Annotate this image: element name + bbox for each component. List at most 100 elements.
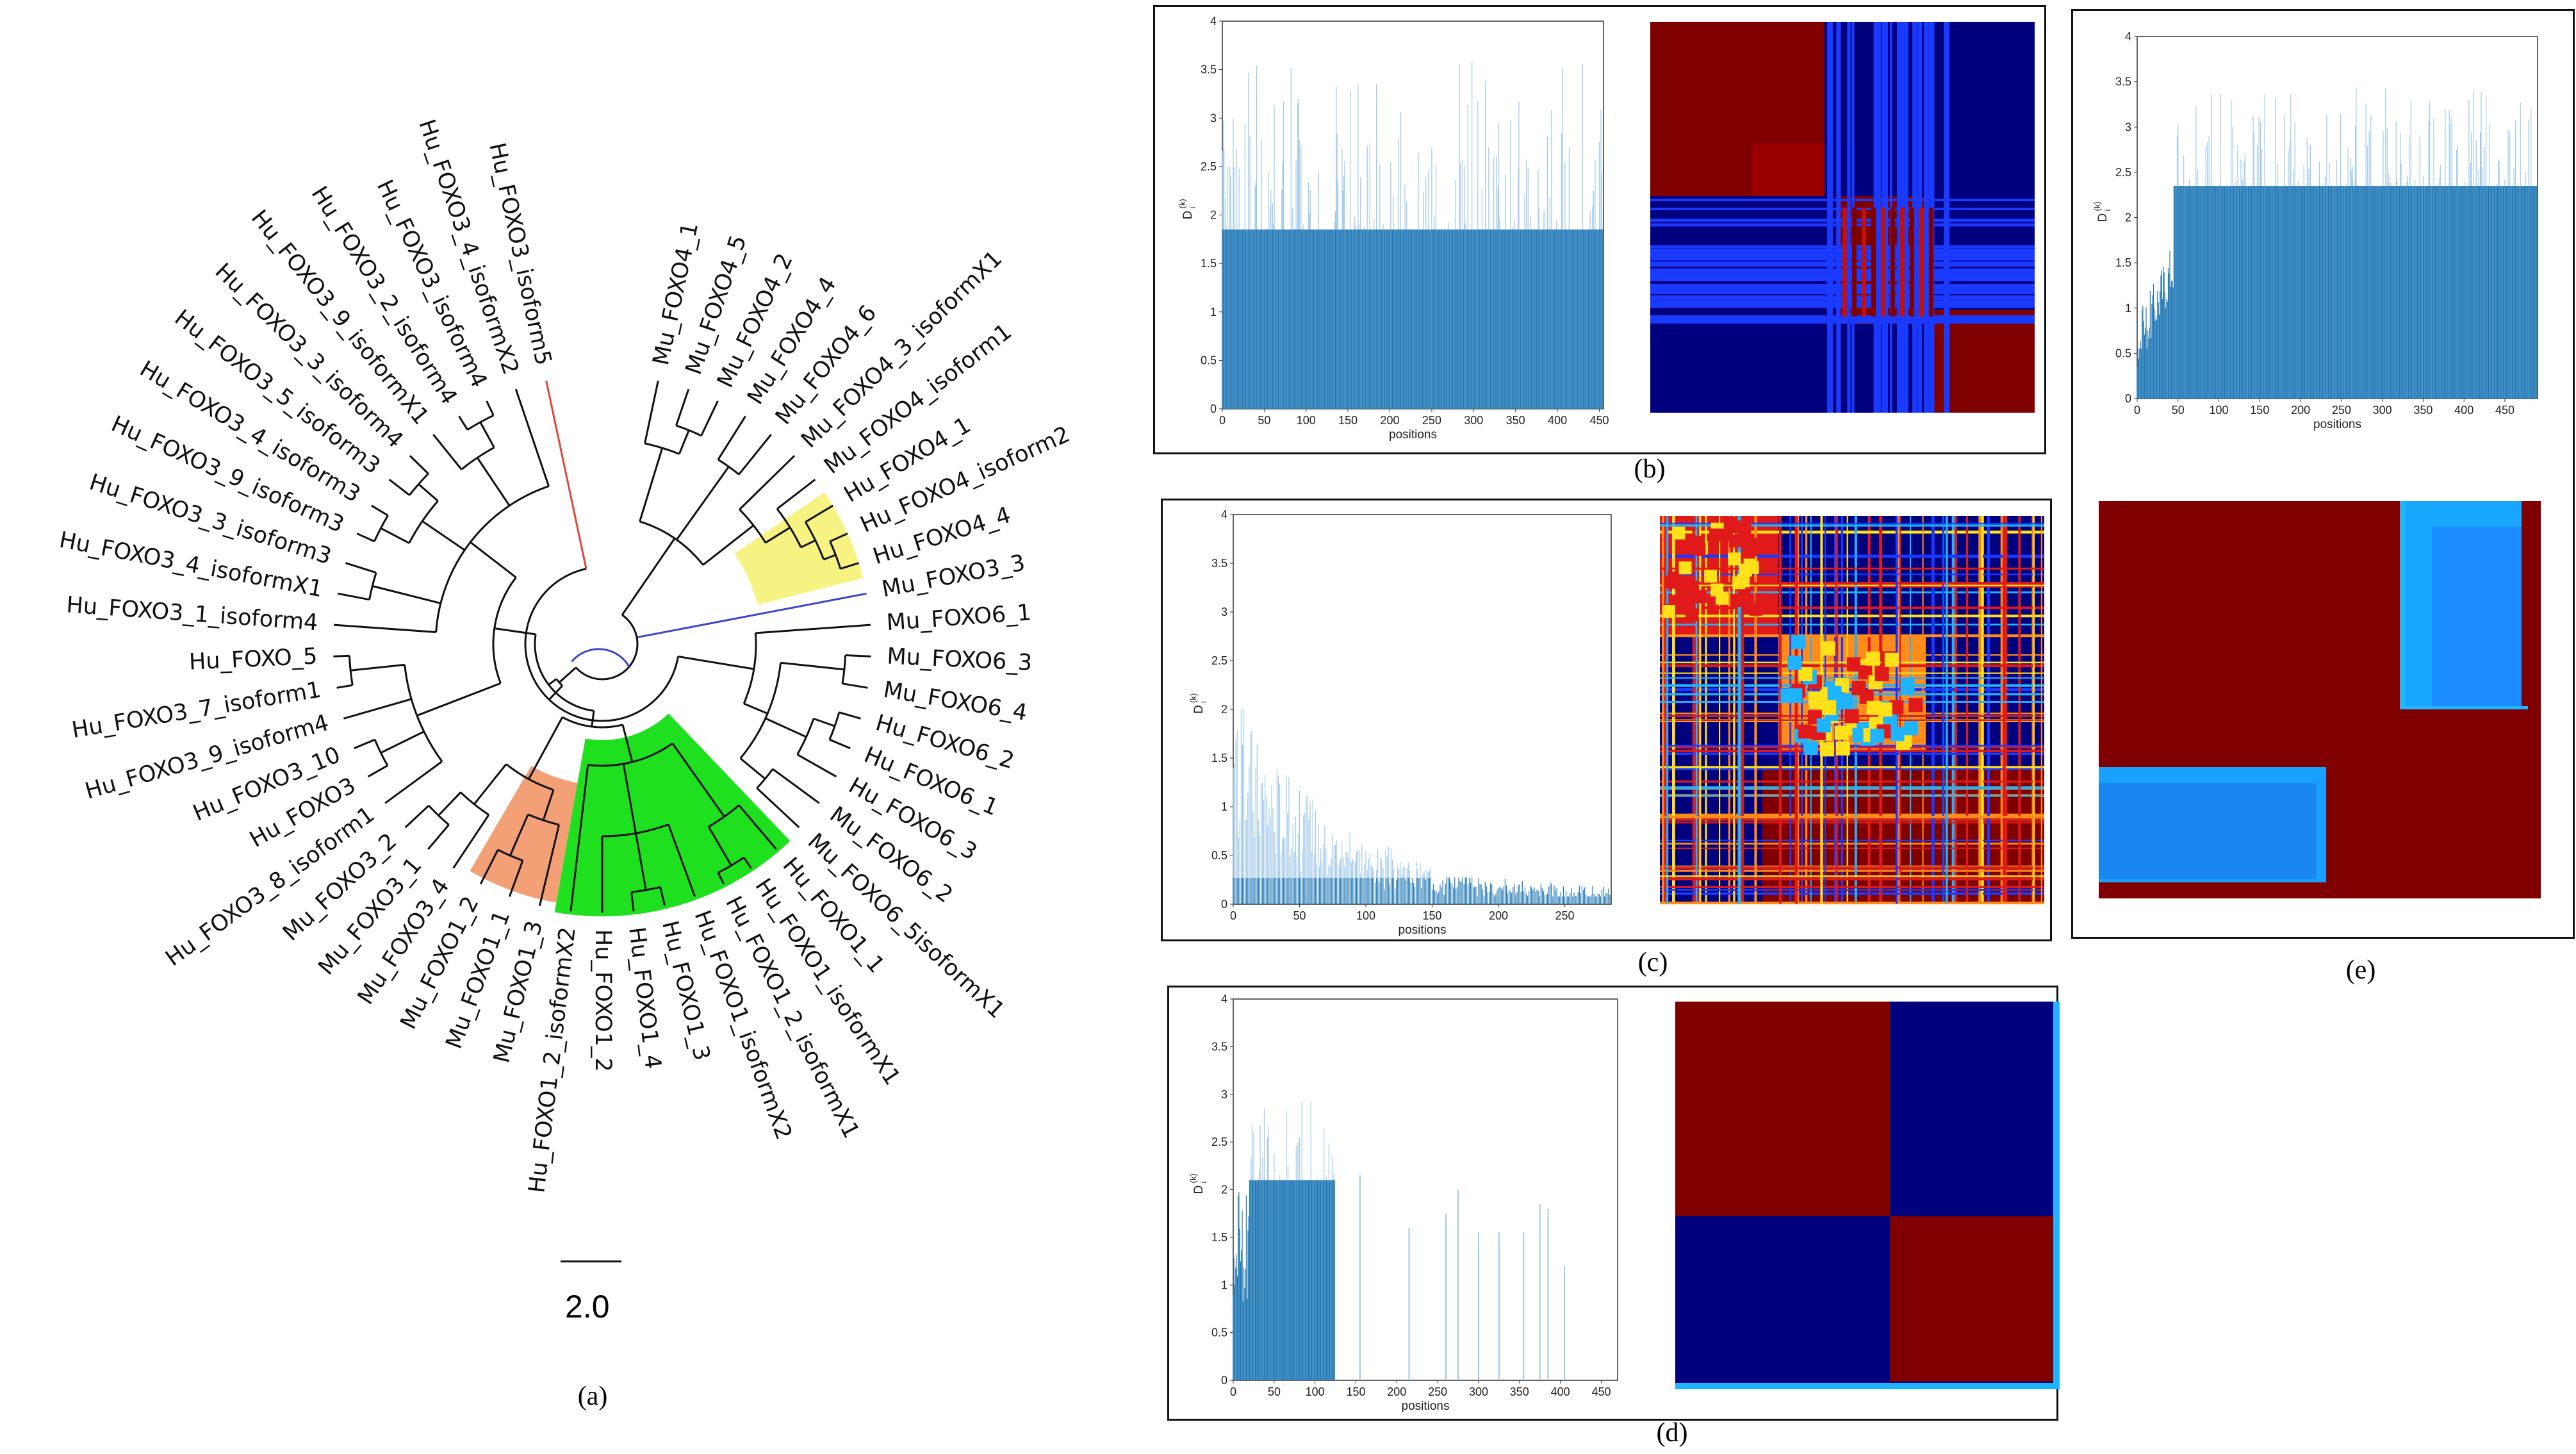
heatmap-cell xyxy=(1852,208,1857,317)
heatmap-line xyxy=(1944,22,1949,413)
tree-branch xyxy=(333,624,436,633)
tree-branch xyxy=(372,585,441,604)
heatmap-cell xyxy=(1749,602,1762,616)
heatmap-line xyxy=(1660,752,2044,755)
heatmap-line xyxy=(1660,749,2044,752)
x-tick-label: 350 xyxy=(1506,414,1525,427)
x-tick-label: 400 xyxy=(1551,1385,1570,1398)
scale-bar-label: 2.0 xyxy=(565,1289,610,1325)
tree-branch xyxy=(622,763,637,834)
tree-branch xyxy=(476,457,511,506)
tree-branch xyxy=(548,678,557,686)
tree-branch xyxy=(739,757,766,780)
y-tick-label: 3.5 xyxy=(1201,63,1217,76)
heatmap-line xyxy=(1810,516,1812,904)
tree-branch xyxy=(829,738,851,750)
heatmap-cell xyxy=(1890,727,1905,741)
y-tick-label: 1.5 xyxy=(2115,256,2131,269)
tree-branch xyxy=(800,539,816,549)
scale-bar xyxy=(561,1260,621,1262)
heatmap-line xyxy=(1841,516,1844,904)
y-tick-label: 3.5 xyxy=(2115,76,2131,88)
heatmap-line xyxy=(1671,516,1675,904)
y-tick-label: 2.5 xyxy=(1211,1136,1227,1148)
tree-branch xyxy=(718,458,740,475)
tree-branch xyxy=(738,434,772,475)
heatmap-line xyxy=(1660,746,2044,748)
heatmap-cell xyxy=(1866,700,1881,715)
y-axis-title-sup: (k) xyxy=(1188,693,1198,703)
x-tick-label: 0 xyxy=(1230,909,1236,922)
heatmap-block xyxy=(2099,783,2317,879)
heatmap-line xyxy=(1692,516,1696,904)
y-tick-label: 4 xyxy=(1221,508,1227,521)
y-axis-title-main: D xyxy=(1192,705,1206,714)
tree-branch xyxy=(621,724,634,763)
panel-b-label: (b) xyxy=(1634,454,1666,484)
tree-branch xyxy=(671,743,725,818)
heatmap-line xyxy=(1660,901,2044,905)
tree-branch xyxy=(345,562,377,574)
tree-branch xyxy=(631,886,660,893)
heatmap-line xyxy=(1778,516,1782,904)
y-tick-label: 3 xyxy=(1221,606,1227,618)
heatmap-line xyxy=(1660,624,2044,626)
heatmap-line xyxy=(1705,516,1707,904)
tree-branch xyxy=(644,380,659,444)
heatmap-line xyxy=(1660,591,2044,593)
tree-branch xyxy=(458,415,469,431)
plot-area xyxy=(1233,514,1612,905)
heatmap-line xyxy=(1741,516,1744,904)
heatmap-line xyxy=(1965,516,1968,904)
tree-branch xyxy=(479,849,499,885)
tree-branch xyxy=(470,541,517,579)
tree-branch xyxy=(380,527,410,544)
heatmap-line xyxy=(1951,516,1955,904)
heatmap-line xyxy=(1696,516,1700,904)
y-tick-label: 1 xyxy=(1210,306,1217,318)
heatmap-line xyxy=(1912,22,1917,413)
x-axis-title: positions xyxy=(1402,1400,1450,1413)
heatmap-cell xyxy=(1662,605,1675,618)
heatmap-cell xyxy=(1891,208,1895,317)
heatmap-line xyxy=(1660,781,2044,783)
heatmap-cell xyxy=(1709,528,1723,541)
tree-branch xyxy=(545,380,587,569)
heatmap-line xyxy=(1660,615,2044,618)
heatmap-line xyxy=(1946,516,1948,904)
x-tick-label: 100 xyxy=(1297,414,1316,427)
heatmap-block xyxy=(1675,1002,1890,1216)
heatmap-cell xyxy=(1884,652,1899,667)
heatmap-cell xyxy=(1728,552,1741,566)
tree-branch xyxy=(388,479,411,496)
heatmap-line xyxy=(1660,843,2044,845)
heatmap-cell xyxy=(1839,695,1854,709)
tree-branch xyxy=(738,804,777,850)
tree-branch xyxy=(509,814,529,856)
y-axis-title-main: D xyxy=(1181,211,1195,220)
x-tick-label: 200 xyxy=(1387,1385,1406,1398)
tree-branch xyxy=(555,678,563,687)
y-tick-label: 4 xyxy=(2125,30,2131,43)
heatmap-line xyxy=(1805,516,1808,904)
tree-branch xyxy=(343,698,412,720)
y-tick-label: 2 xyxy=(2125,211,2131,224)
heatmap-line xyxy=(1820,516,1823,904)
heatmap-line xyxy=(1660,795,2044,797)
tree-branch xyxy=(707,826,732,866)
y-tick-label: 3.5 xyxy=(1211,557,1227,570)
heatmap-cell xyxy=(1787,656,1802,670)
tree-branch xyxy=(591,710,595,727)
y-axis-title-sub: i xyxy=(2103,210,2112,211)
x-tick-label: 250 xyxy=(2332,404,2351,417)
tree-branch xyxy=(570,764,589,912)
heatmap-edge xyxy=(1675,1383,2053,1389)
heatmap-line xyxy=(1905,22,1908,413)
y-tick-label: 3 xyxy=(1210,112,1217,124)
panel-d-label: (d) xyxy=(1656,1418,1688,1448)
heatmap-cell xyxy=(1704,570,1718,583)
tree-branch xyxy=(409,473,429,496)
tree-branch xyxy=(813,718,835,727)
